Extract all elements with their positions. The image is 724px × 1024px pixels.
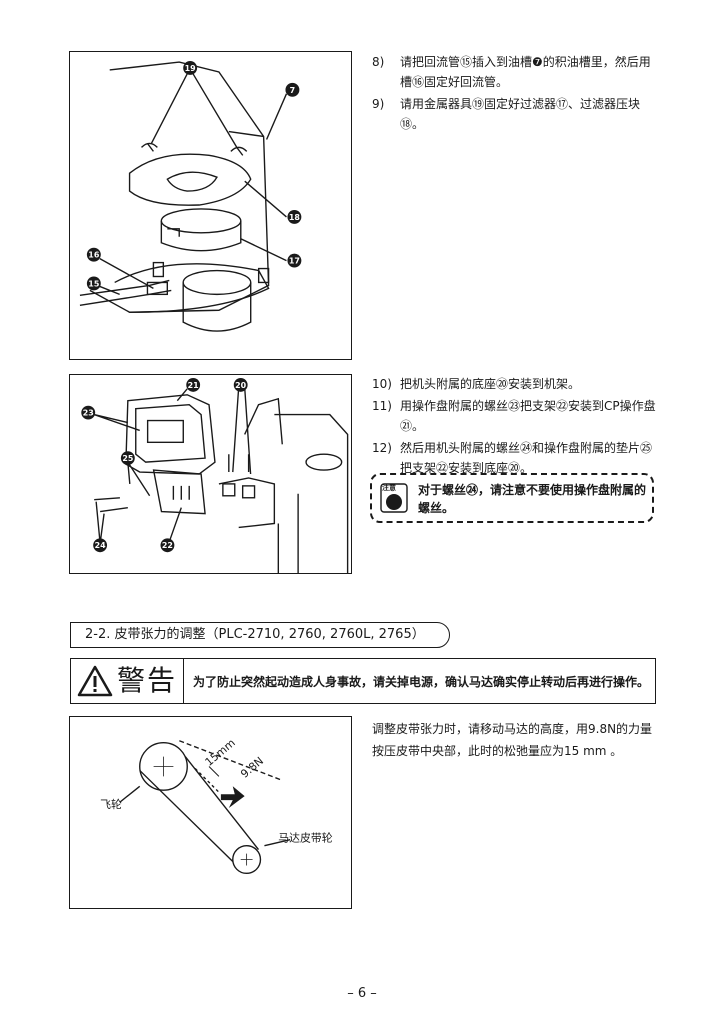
belt-instruction: 调整皮带张力时，请移动马达的高度，用9.8N的力量按压皮带中央部，此时的松弛量应… [372,722,653,758]
step-10: 10) 把机头附属的底座⑳安装到机架。 [372,374,662,394]
callout-7-label: 7 [290,86,296,95]
force-arrow [220,786,245,809]
warning-box: 警告 为了防止突然起动造成人身事故，请关掉电源，确认马达确实停止转动后再进行操作… [70,658,656,704]
warning-header: 警告 [71,659,184,703]
figure-panel-mount: 21 20 23 25 24 22 [69,374,352,574]
caution-icon-text: 注意 [382,484,396,492]
warning-label: 警告 [117,664,178,697]
callout-24 [93,538,108,553]
belt-left-edge [139,769,234,862]
callout-19 [183,61,198,75]
step-text: 然后用机头附属的螺丝㉔和操作盘附属的垫片㉕把支架㉒安装到底座⑳。 [400,441,653,475]
steps-list-top: 8) 请把回流管⑮插入到油槽❼的积油槽里，然后用槽⑯固定好回流管。 9) 请用金属器… [372,52,662,134]
step-number: 9) [372,97,385,111]
flywheel-pulley [139,742,188,791]
callout-18 [287,209,302,224]
figure1-callouts: 19 7 18 17 16 15 [86,61,302,291]
caution-note: 注意 对于螺丝㉔，请注意不要使用操作盘附属的螺丝。 [370,473,654,523]
step-text: 把机头附属的底座⑳安装到机架。 [400,377,581,391]
callout-21 [186,377,201,392]
callout-22-label: 22 [162,541,173,550]
page-number: – 6 – [347,986,377,1001]
step-number: 12) [372,441,392,455]
belt-right-edge [184,756,260,851]
callout-23-label: 23 [83,409,94,418]
motor-pulley-label: 马达皮带轮 [278,831,332,845]
step-text: 用操作盘附属的螺丝㉓把支架㉒安装到CP操作盘㉑。 [400,399,656,433]
callout-18-label: 18 [289,213,301,222]
flywheel-label: 飞轮 [100,797,122,811]
motor-pulley [232,844,262,875]
step-12: 12) 然后用机头附属的螺丝㉔和操作盘附属的垫片㉕把支架㉒安装到底座⑳。 [372,438,662,478]
belt-tension-illustration: 飞轮 马达皮带轮 15mm 9.8N [100,736,333,875]
caution-text: 对于螺丝㉔，请注意不要使用操作盘附属的螺丝。 [418,483,647,515]
callout-15 [86,276,101,291]
callout-21-label: 21 [188,381,199,390]
callout-22 [160,538,175,553]
oil-filter-illustration: 19 7 18 17 16 15 [79,61,302,332]
callout-25-label: 25 [122,454,133,463]
callout-17 [287,253,302,268]
force-label: 9.8N [238,754,266,780]
callout-20-label: 20 [235,381,247,390]
callout-23 [81,405,96,420]
slack-label: 15mm [203,736,238,768]
warning-text: 为了防止突然起动造成人身事故，请关掉电源，确认马达确实停止转动后再进行操作。 [193,675,650,689]
callout-24-label: 24 [95,541,107,550]
step-11: 11) 用操作盘附属的螺丝㉓把支架㉒安装到CP操作盘㉑。 [372,396,662,436]
callout-19-label: 19 [185,64,197,73]
step-number: 11) [372,399,392,413]
callout-16-label: 16 [88,251,100,260]
figure-oil-filter: 19 7 18 17 16 15 [69,51,352,360]
callout-20 [233,377,248,392]
step-number: 8) [372,55,385,69]
callout-16 [86,247,101,262]
warning-triangle-icon [77,665,113,697]
step-text: 请用金属器具⑲固定好过滤器⑰、过滤器压块⑱。 [400,97,641,131]
callout-25 [120,451,135,466]
steps-list-mid: 10) 把机头附属的底座⑳安装到机架。 11) 用操作盘附属的螺丝㉓把支架㉒安装到C… [372,374,662,478]
panel-mount-illustration: 21 20 23 25 24 22 [81,377,349,573]
callout-17-label: 17 [289,257,300,266]
step-text: 请把回流管⑮插入到油槽❼的积油槽里，然后用槽⑯固定好回流管。 [400,55,651,89]
step-9: 9) 请用金属器具⑲固定好过滤器⑰、过滤器压块⑱。 [372,94,662,134]
callout-7 [285,82,300,97]
caution-hand-icon [380,483,408,513]
callout-15-label: 15 [88,279,99,288]
step-8: 8) 请把回流管⑮插入到油槽❼的积油槽里，然后用槽⑯固定好回流管。 [372,52,662,92]
figure-belt-tension: 飞轮 马达皮带轮 15mm 9.8N [69,716,352,909]
figure2-callouts: 21 20 23 25 24 22 [81,377,248,553]
step-number: 10) [372,377,392,391]
section-title: 2-2. 皮带张力的调整（PLC-2710, 2760, 2760L, 2765… [70,622,450,648]
